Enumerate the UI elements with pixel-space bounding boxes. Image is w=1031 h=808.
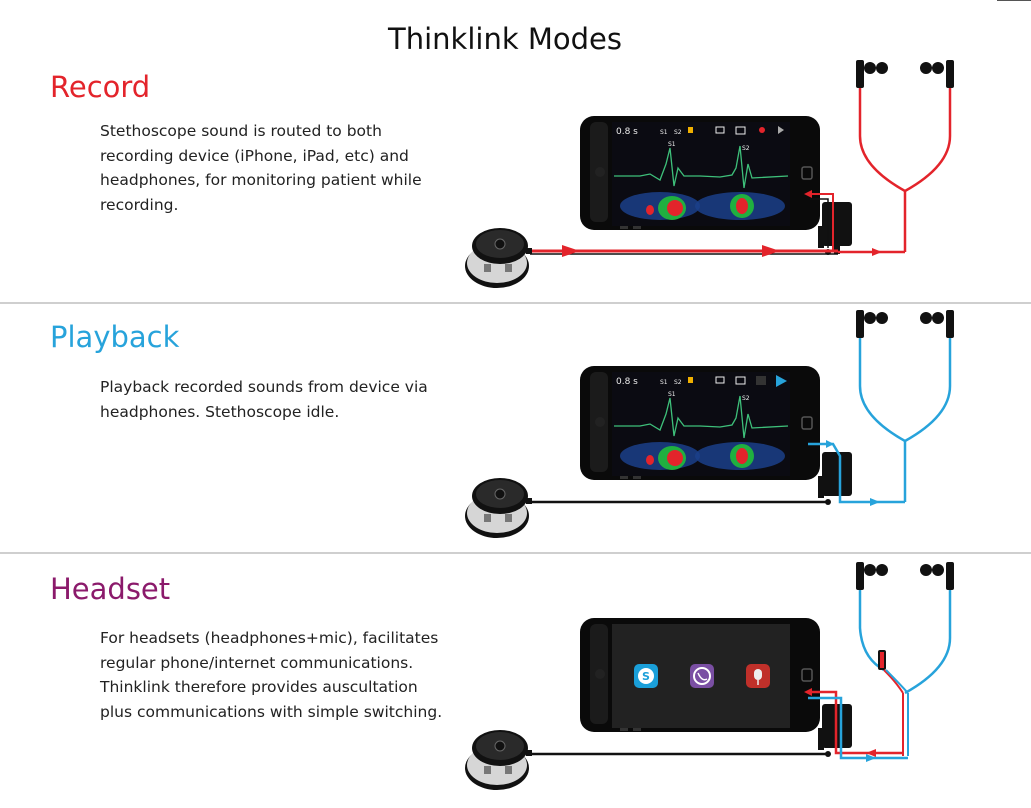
svg-text:S: S bbox=[642, 670, 650, 683]
earbuds-icon bbox=[856, 310, 954, 338]
phone-icon: 0.8 s S1 S2 S1 S2 bbox=[580, 116, 820, 230]
peak-s1-label: S1 bbox=[668, 391, 676, 398]
stethoscope-icon bbox=[465, 730, 532, 790]
stethoscope-icon bbox=[465, 228, 532, 288]
marker-s2: S2 bbox=[674, 129, 682, 136]
section-divider bbox=[0, 302, 1031, 304]
section-playback: Playback Playback recorded sounds from d… bbox=[0, 306, 1031, 556]
section-headset: Headset For headsets (headphones+mic), f… bbox=[0, 558, 1031, 808]
earbuds-icon bbox=[856, 60, 954, 88]
peak-s2-label: S2 bbox=[742, 145, 750, 152]
section-divider bbox=[0, 552, 1031, 554]
peak-s2-label: S2 bbox=[742, 395, 750, 402]
headset-illustration: S bbox=[0, 558, 1031, 795]
record-illustration: 0.8 s S1 S2 S1 S2 bbox=[0, 56, 1031, 306]
skype-icon: S bbox=[634, 664, 658, 688]
earbuds-icon bbox=[856, 562, 954, 590]
marker-s1: S1 bbox=[660, 379, 668, 386]
adapter-icon bbox=[818, 202, 852, 255]
phone-icon: S bbox=[580, 618, 820, 732]
time-label: 0.8 s bbox=[616, 377, 638, 387]
corner-line bbox=[997, 0, 1031, 1]
peak-s1-label: S1 bbox=[668, 141, 676, 148]
microphone-app-icon bbox=[746, 664, 770, 688]
page-title: Thinklink Modes bbox=[0, 22, 1010, 56]
playback-illustration: 0.8 s S1 S2 S1 S2 bbox=[0, 306, 1031, 556]
phone-icon: 0.8 s S1 S2 S1 S2 bbox=[580, 366, 820, 480]
viber-icon bbox=[690, 664, 714, 688]
adapter-icon bbox=[818, 452, 852, 505]
section-record: Record Stethoscope sound is routed to bo… bbox=[0, 56, 1031, 306]
stethoscope-icon bbox=[465, 478, 532, 538]
marker-s2: S2 bbox=[674, 379, 682, 386]
time-label: 0.8 s bbox=[616, 127, 638, 137]
marker-s1: S1 bbox=[660, 129, 668, 136]
